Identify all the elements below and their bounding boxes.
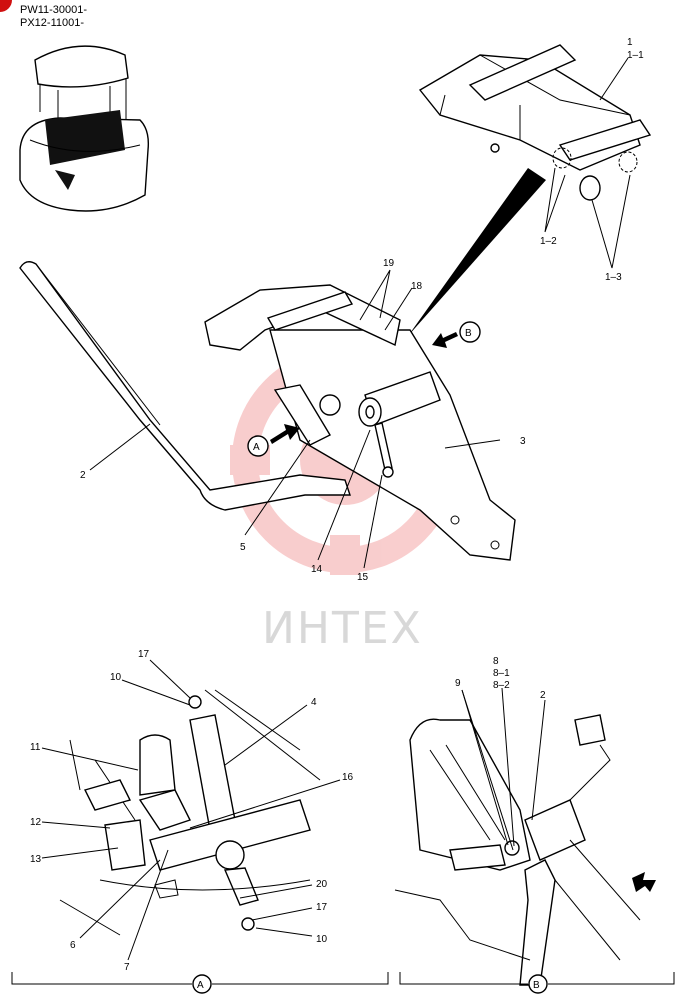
- view-b-marker: B: [465, 328, 472, 339]
- callout-10-top: 10: [110, 672, 122, 683]
- detail-a: [59, 689, 321, 936]
- detail-b: [394, 714, 656, 986]
- main-leaders: [89, 57, 631, 569]
- detail-a-leaders: [41, 659, 341, 961]
- callout-2: 2: [80, 470, 86, 481]
- serial-range-1: PW11-30001-: [20, 4, 87, 16]
- callout-1-1: 1–1: [627, 50, 644, 61]
- detail-b-bracket: [399, 972, 675, 985]
- explosion-pointer: [408, 168, 546, 336]
- callout-13: 13: [30, 854, 42, 865]
- bracket-assembly-exploded: [418, 44, 652, 201]
- callout-18: 18: [411, 281, 423, 292]
- corner-marker: [0, 0, 12, 12]
- detail-a-bracket: [11, 972, 389, 985]
- watermark-text: ИНТЕХ: [262, 603, 423, 654]
- callout-1-3: 1–3: [605, 272, 622, 283]
- callout-8-1: 8–1: [493, 668, 510, 679]
- callout-14: 14: [311, 564, 323, 575]
- callout-15: 15: [357, 572, 369, 583]
- callout-2-detail-b: 2: [540, 690, 546, 701]
- callout-1: 1: [627, 37, 633, 48]
- view-a-marker: A: [253, 442, 260, 453]
- machine-overview: [19, 45, 150, 212]
- callout-10-bottom: 10: [316, 934, 328, 945]
- callout-9: 9: [455, 678, 461, 689]
- callout-1-2: 1–2: [540, 236, 557, 247]
- callout-8: 8: [493, 656, 499, 667]
- callout-4: 4: [311, 697, 317, 708]
- callout-8-2: 8–2: [493, 680, 510, 691]
- callout-20: 20: [316, 879, 328, 890]
- callout-17-top: 17: [138, 649, 150, 660]
- callout-6: 6: [70, 940, 76, 951]
- callout-3: 3: [520, 436, 526, 447]
- callout-11: 11: [30, 742, 41, 753]
- callout-12: 12: [30, 817, 42, 828]
- callout-16: 16: [342, 772, 354, 783]
- detail-a-caption: A: [197, 980, 204, 991]
- callout-7: 7: [124, 962, 130, 973]
- callout-5: 5: [240, 542, 246, 553]
- callout-17-bottom: 17: [316, 902, 328, 913]
- callout-19: 19: [383, 258, 395, 269]
- detail-b-leaders: [461, 687, 546, 851]
- main-assembly: A B: [19, 261, 516, 561]
- detail-b-caption: B: [533, 980, 540, 991]
- mounting-plate: [269, 329, 516, 561]
- serial-range-2: PX12-11001-: [20, 17, 84, 29]
